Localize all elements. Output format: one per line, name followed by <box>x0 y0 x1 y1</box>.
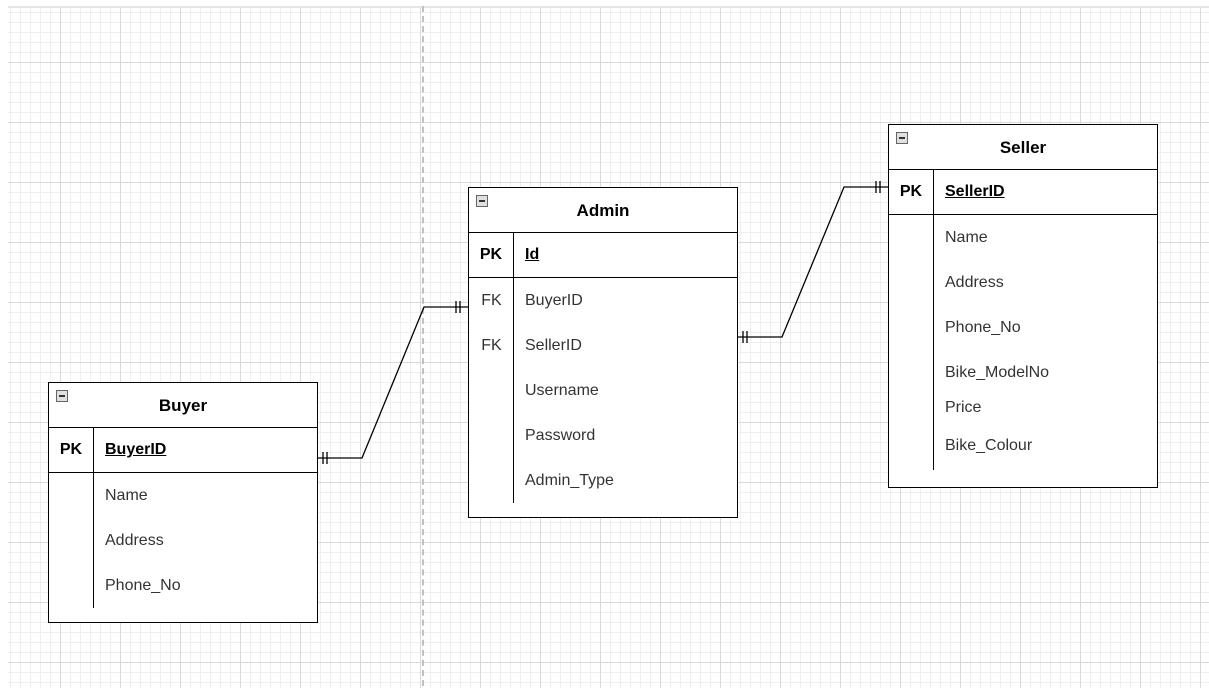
attribute-row[interactable]: Name <box>49 473 317 518</box>
attribute-row[interactable]: Price <box>889 389 1157 427</box>
attribute-row[interactable]: FK BuyerID <box>469 278 737 323</box>
pk-label: PK <box>49 428 94 472</box>
collapse-icon[interactable] <box>896 132 908 144</box>
entity-admin[interactable]: Admin PK Id FK BuyerID FK SellerID Usern… <box>468 187 738 518</box>
attribute-name: Address <box>945 274 1004 291</box>
attribute-key: FK <box>481 337 502 354</box>
attribute-row[interactable]: Username <box>469 368 737 413</box>
entity-title: Seller <box>999 138 1047 157</box>
pk-label: PK <box>469 233 514 277</box>
attribute-name: Name <box>945 229 988 246</box>
attribute-name: Password <box>525 427 596 444</box>
attribute-name: Address <box>105 532 164 549</box>
collapse-icon[interactable] <box>476 195 488 207</box>
primary-key-row[interactable]: PK BuyerID <box>49 428 317 473</box>
attribute-key: FK <box>481 292 502 309</box>
attribute-row[interactable]: Phone_No <box>889 305 1157 350</box>
attribute-row[interactable]: Address <box>889 260 1157 305</box>
attribute-name: Bike_Colour <box>945 437 1033 454</box>
attribute-name: Username <box>525 382 599 399</box>
page-break-line <box>422 6 424 686</box>
attribute-name: SellerID <box>525 337 582 354</box>
attribute-name: Admin_Type <box>525 472 614 489</box>
pk-field: SellerID <box>945 183 1005 200</box>
attribute-row[interactable]: Phone_No <box>49 563 317 608</box>
connector-line-buyer-admin <box>318 306 468 459</box>
attribute-row[interactable]: Bike_ModelNo <box>889 350 1157 395</box>
entity-header: Seller <box>889 125 1157 170</box>
attribute-name: BuyerID <box>525 292 583 309</box>
key-column-divider <box>933 215 934 470</box>
attribute-row[interactable]: FK SellerID <box>469 323 737 368</box>
key-column-divider <box>513 278 514 503</box>
entity-title: Admin <box>576 201 630 220</box>
key-column-divider <box>93 473 94 608</box>
connector-buyer-admin[interactable] <box>318 301 468 464</box>
attribute-row[interactable]: Password <box>469 413 737 458</box>
primary-key-row[interactable]: PK Id <box>469 233 737 278</box>
entity-buyer[interactable]: Buyer PK BuyerID Name Address Phone_No <box>48 382 318 623</box>
attribute-row[interactable]: Name <box>889 215 1157 260</box>
entity-header: Admin <box>469 188 737 233</box>
primary-key-row[interactable]: PK SellerID <box>889 170 1157 215</box>
pk-label: PK <box>889 170 934 214</box>
pk-field: BuyerID <box>105 441 167 458</box>
entity-title: Buyer <box>158 396 208 415</box>
connector-line-admin-seller <box>738 186 888 338</box>
pk-field: Id <box>525 246 540 263</box>
attribute-name: Phone_No <box>105 577 181 594</box>
entity-header: Buyer <box>49 383 317 428</box>
attribute-name: Bike_ModelNo <box>945 364 1050 381</box>
attribute-row[interactable]: Address <box>49 518 317 563</box>
attribute-name: Phone_No <box>945 319 1021 336</box>
collapse-icon[interactable] <box>56 390 68 402</box>
attribute-name: Name <box>105 487 148 504</box>
attribute-row[interactable]: Bike_Colour <box>889 427 1157 465</box>
attribute-name: Price <box>945 399 982 416</box>
connector-admin-seller[interactable] <box>738 181 888 343</box>
attribute-row[interactable]: Admin_Type <box>469 458 737 503</box>
entity-seller[interactable]: Seller PK SellerID Name Address Phone_No… <box>888 124 1158 488</box>
